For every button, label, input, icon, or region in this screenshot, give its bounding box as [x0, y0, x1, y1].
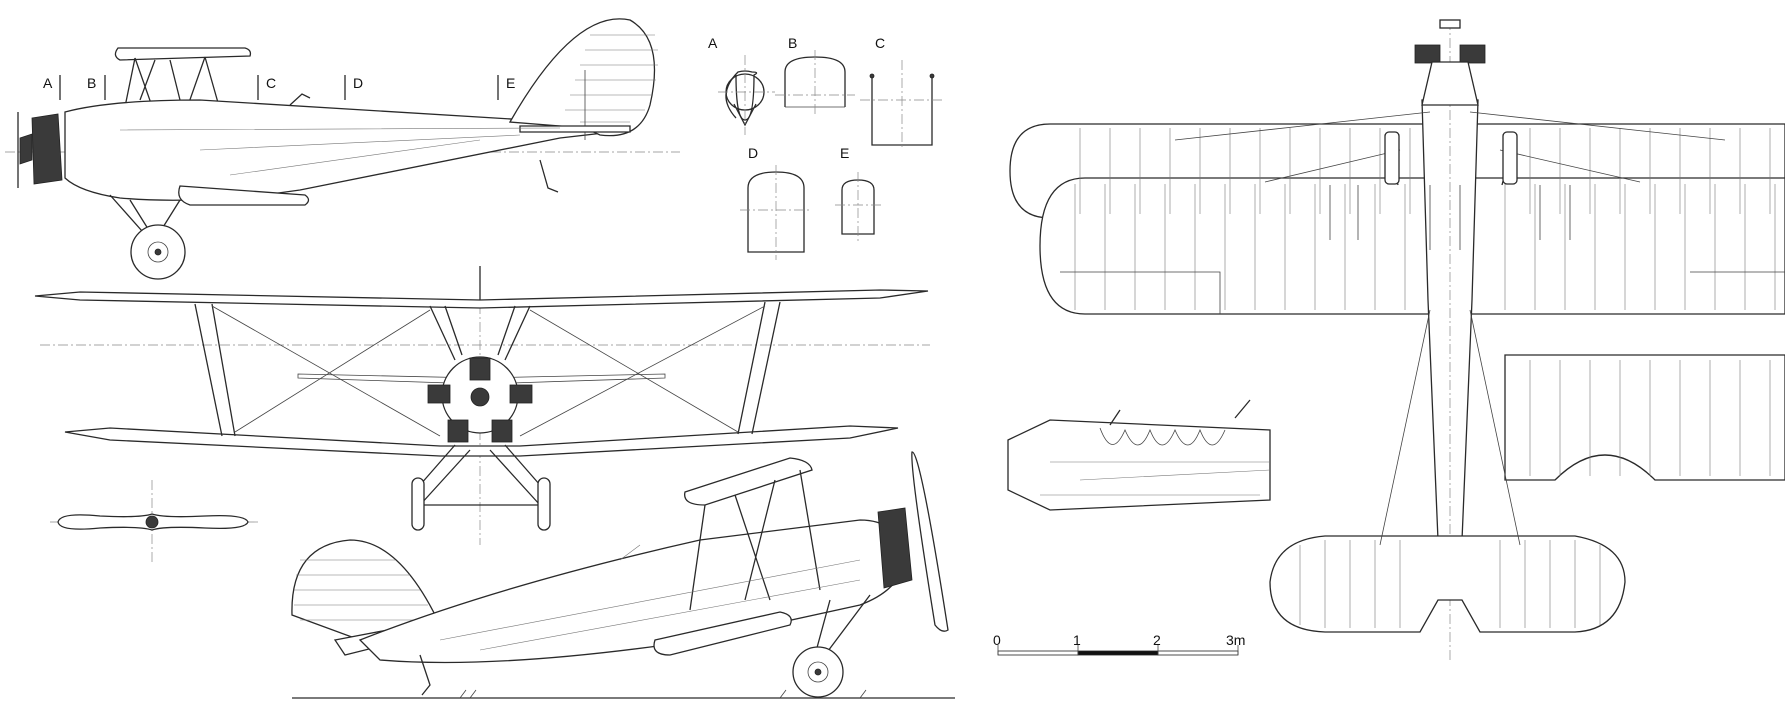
plan-propeller-spinner — [1439, 19, 1461, 29]
front-upper-wing — [34, 289, 929, 309]
plan-bracing-wires — [1174, 111, 1726, 183]
plan-lower-wing — [1039, 177, 1785, 315]
side-view: A B C D E — [5, 18, 680, 280]
side-propeller-hub — [19, 133, 33, 165]
propeller-spinner — [145, 515, 159, 529]
side-stabilizer — [519, 125, 631, 133]
side-windshield — [289, 93, 311, 106]
cross-section-A-shape — [725, 70, 758, 121]
fuselage-detail-cockpits — [1099, 427, 1226, 446]
front-radial-engine-cylinders — [427, 357, 533, 443]
persp-fuselage — [358, 519, 906, 664]
persp-engine — [877, 507, 913, 589]
side-tail-fin — [508, 18, 656, 137]
scale-tick-1: 1 — [1073, 632, 1081, 648]
section-marker-B: B — [87, 75, 96, 91]
fuselage-detail-outline — [1007, 419, 1271, 511]
plan-ailerons — [1060, 271, 1785, 314]
front-interplane-struts — [194, 301, 781, 437]
cross-section-label-D: D — [748, 145, 758, 161]
side-engine — [31, 113, 63, 185]
plan-tailplane — [1269, 535, 1626, 633]
scale-bar-segment-1-2 — [1077, 650, 1159, 656]
front-right-wheel — [537, 477, 551, 531]
plan-right-wheel — [1502, 131, 1518, 185]
scale-tick-3m: 3m — [1226, 632, 1245, 648]
persp-tail-skid — [419, 654, 431, 696]
persp-interplane-struts — [689, 469, 821, 611]
side-tail-skid — [539, 159, 559, 193]
scale-bar-segment-0-1 — [997, 650, 1079, 656]
front-landing-gear — [419, 444, 541, 506]
persp-lower-wing — [653, 611, 792, 656]
cross-section-label-A: A — [708, 35, 718, 51]
section-marker-A: A — [43, 75, 53, 91]
cross-section-label-C: C — [875, 35, 885, 51]
plan-left-wheel — [1384, 131, 1400, 185]
plan-underwing-racks — [1329, 185, 1571, 250]
cross-section-label-B: B — [788, 35, 797, 51]
side-upper-wing — [114, 47, 252, 61]
cross-section-label-E: E — [840, 145, 849, 161]
front-propeller-hub — [470, 387, 490, 407]
persp-landing-gear — [814, 594, 871, 656]
scale-tick-2: 2 — [1153, 632, 1161, 648]
scale-tick-0: 0 — [993, 632, 1001, 648]
cross-section-E-shape — [841, 179, 875, 235]
scale-bar: 0 1 2 3m — [993, 632, 1245, 656]
side-fuselage — [64, 99, 613, 201]
persp-propeller — [911, 451, 949, 632]
section-marker-C: C — [266, 75, 276, 91]
fuselage-detail-view — [1007, 399, 1271, 511]
section-marker-D: D — [353, 75, 363, 91]
front-left-wheel — [411, 477, 425, 531]
plan-lower-wing-detail — [1504, 354, 1785, 481]
front-cabane-struts — [429, 305, 531, 361]
scale-bar-segment-2-3 — [1157, 650, 1239, 656]
section-marker-E: E — [506, 75, 515, 91]
front-lower-wing — [64, 425, 899, 457]
side-cabane-struts — [139, 59, 181, 101]
plan-engine — [1414, 19, 1486, 106]
plan-view — [1009, 19, 1785, 660]
cross-sections: A B C D E — [708, 35, 945, 260]
perspective-view — [291, 451, 955, 699]
persp-upper-wing — [684, 457, 813, 506]
side-lower-wing — [178, 185, 310, 206]
front-view — [34, 266, 930, 545]
propeller-view — [50, 480, 260, 565]
